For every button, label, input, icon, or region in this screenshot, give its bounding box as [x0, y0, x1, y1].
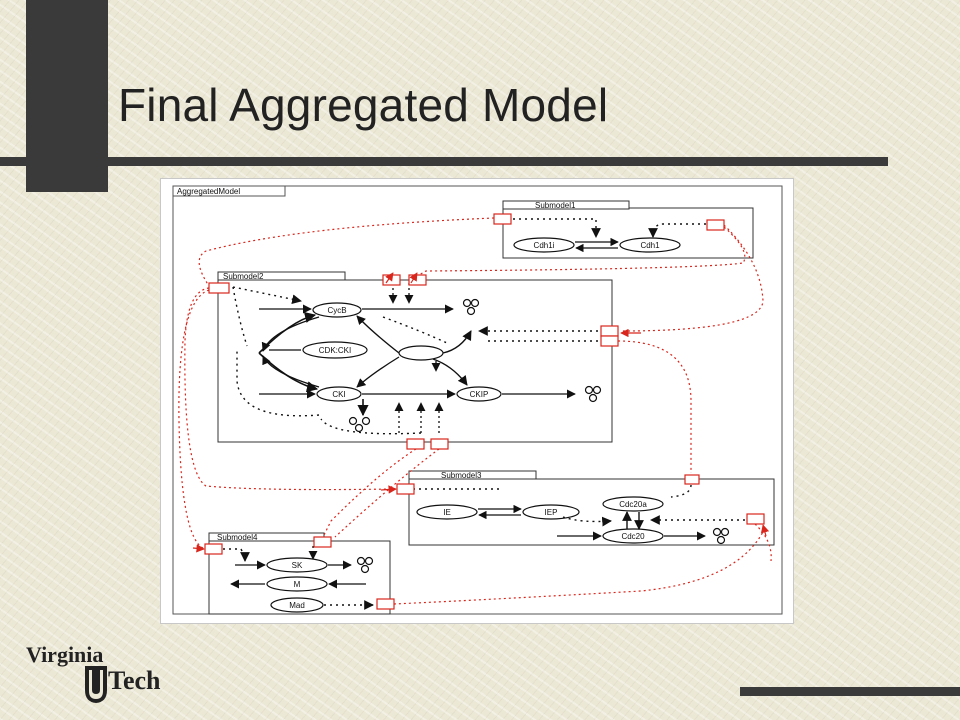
edge-cycb-complex	[261, 316, 320, 352]
slide-title: Final Aggregated Model	[118, 79, 609, 131]
degradation-symbol-cycb	[462, 298, 480, 316]
node-ckip: CKIP	[456, 386, 502, 402]
virginia-tech-logo: Virginia Tech	[22, 640, 178, 710]
aggregated-model-diagram: AggregatedModel Submodel1 Cdh1i Cdh1 Sub…	[160, 178, 794, 624]
edge-complex-degradation	[442, 330, 472, 354]
arrow-port-sub4-left	[192, 544, 205, 553]
node-m: M	[266, 576, 328, 592]
edge-sub1-control	[513, 218, 601, 238]
decorative-bottom-bar	[740, 687, 960, 696]
control-sub2-bottom-loop	[236, 351, 320, 417]
arrow-port-sub3-right	[760, 524, 770, 537]
node-cdh1i: Cdh1i	[513, 237, 575, 253]
logo-shield-icon	[85, 666, 107, 703]
port-sub2-right-2	[600, 335, 619, 347]
control-sub4-sk	[223, 548, 250, 562]
port-sub4-left	[204, 543, 223, 555]
degradation-symbol-cki	[348, 416, 371, 433]
node-iep-label: IEP	[545, 508, 558, 517]
node-cdh1-label: Cdh1	[640, 241, 660, 250]
arrow-port-sub3-left	[380, 485, 397, 494]
control-port-cycb	[232, 286, 302, 305]
ports	[204, 213, 765, 610]
node-cdh1: Cdh1	[619, 237, 681, 253]
node-cdc20a: Cdc20a	[602, 496, 664, 512]
port-sub2-top-2	[408, 274, 427, 286]
node-cdk-cki: CDK:CKI	[302, 341, 368, 359]
control-sub2-left	[232, 286, 248, 347]
node-cdk-cki-label: CDK:CKI	[319, 346, 351, 355]
node-cki-label: CKI	[332, 390, 345, 399]
port-sub2-top-1	[382, 274, 401, 286]
degradation-symbol-cdc20	[712, 527, 730, 545]
port-sub1-left	[493, 213, 512, 225]
link-sub2-sub3-top	[617, 340, 692, 473]
port-sub2-left	[208, 282, 230, 294]
submodel2-label: Submodel2	[223, 272, 264, 281]
arrow-port-sub2-top-2	[409, 272, 418, 284]
port-sub4-right	[376, 598, 395, 610]
link-sub4-sub3-right	[393, 525, 767, 605]
node-ckip-label: CKIP	[470, 390, 489, 399]
degradation-symbol-sk	[356, 556, 374, 574]
port-sub2-right-1	[600, 325, 619, 337]
link-sub3-right-tail	[754, 523, 772, 562]
port-sub1-right	[706, 219, 725, 231]
link-sub1-sub2-left	[198, 217, 495, 287]
node-cdc20: Cdc20	[602, 528, 664, 544]
node-cycb-label: CycB	[327, 306, 346, 315]
title-underline-bar	[0, 157, 888, 166]
node-m-label: M	[294, 580, 301, 589]
degradation-symbol-ckip	[584, 385, 602, 403]
port-sub3-left	[396, 483, 415, 495]
frame-tab	[172, 185, 286, 197]
submodel1-box: Submodel1	[502, 200, 754, 259]
link-sub2-sub3-left	[184, 287, 396, 491]
edge-complex-ckip	[432, 358, 468, 386]
edge-complex2-cki	[356, 356, 400, 388]
logo-text-tech: Tech	[108, 666, 161, 695]
link-sub1-sub2-top	[418, 226, 746, 276]
node-cycb: CycB	[312, 302, 362, 318]
control-cycb-complex	[382, 316, 448, 344]
control-cdc20a-port	[670, 484, 692, 498]
link-sub2-sub4-1	[322, 448, 417, 538]
control-bottom-cki	[320, 418, 422, 435]
port-sub2-bottom-2	[430, 438, 449, 450]
node-cki: CKI	[316, 386, 362, 402]
arrow-port-sub2-top-1	[385, 272, 394, 284]
submodel3-label: Submodel3	[441, 471, 482, 480]
edge-sub1-control-right	[648, 223, 706, 238]
submodel3-box: Submodel3	[408, 470, 775, 546]
node-sk: SK	[266, 557, 328, 573]
port-sub2-bottom-1	[406, 438, 425, 450]
node-mad-label: Mad	[289, 601, 305, 610]
port-sub3-top	[684, 474, 700, 485]
node-mad: Mad	[270, 597, 324, 613]
node-cdc20a-label: Cdc20a	[619, 500, 647, 509]
submodel4-label: Submodel4	[217, 533, 258, 542]
logo-text-virginia: Virginia	[26, 642, 104, 667]
submodel1-label: Submodel1	[535, 201, 576, 210]
control-iep-cdc20	[562, 516, 612, 527]
node-ie: IE	[416, 504, 478, 520]
port-sub3-right	[746, 513, 765, 525]
edge-cki-complex	[262, 355, 320, 388]
link-sub2-sub4-left	[178, 289, 210, 550]
node-unlabeled-complex	[398, 345, 444, 361]
frame-label: AggregatedModel	[177, 187, 240, 196]
node-iep: IEP	[522, 504, 580, 520]
edge-complex2-cycb	[356, 315, 400, 354]
node-sk-label: SK	[292, 561, 303, 570]
node-ie-label: IE	[443, 508, 451, 517]
aggregated-model-frame	[172, 185, 783, 615]
node-cdc20-label: Cdc20	[621, 532, 645, 541]
port-sub4-top	[313, 536, 332, 548]
node-cdh1i-label: Cdh1i	[534, 241, 555, 250]
link-sub2-sub4-2	[334, 448, 440, 538]
